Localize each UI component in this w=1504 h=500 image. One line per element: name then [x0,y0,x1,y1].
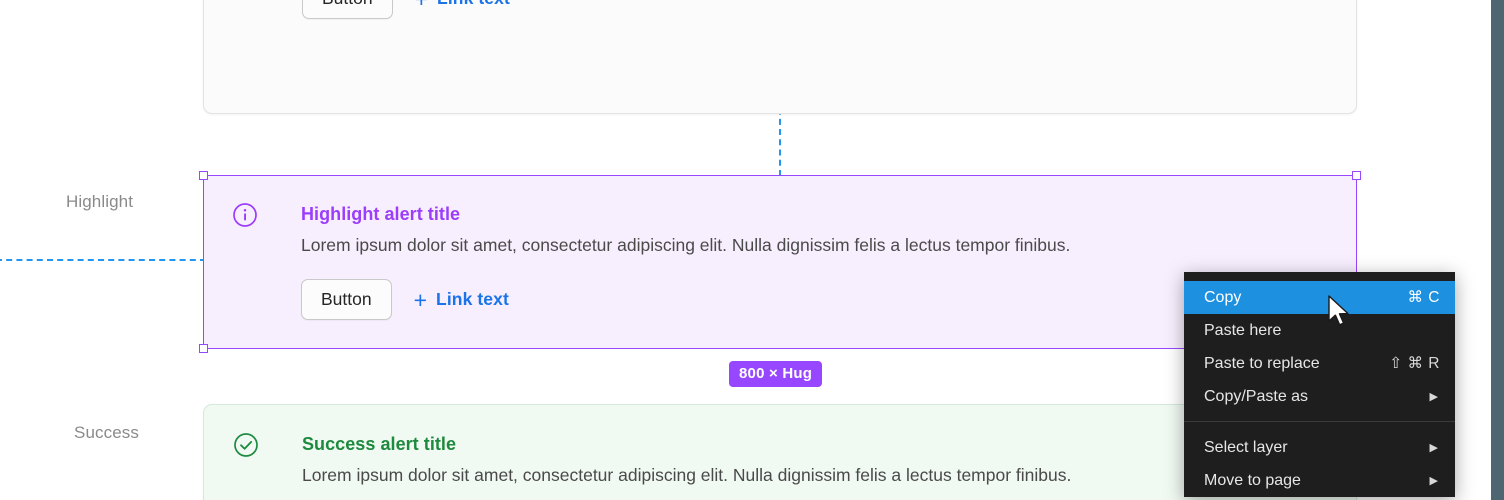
plus-icon: + [413,286,428,313]
alert-link[interactable]: + Link text [413,286,509,313]
context-menu-separator [1184,421,1455,422]
submenu-arrow-icon: ▶ [1429,391,1438,403]
row-label-success: Success [74,423,139,442]
context-menu-item-paste-here[interactable]: Paste here [1184,314,1455,347]
right-edge-strip [1491,0,1504,500]
alert-button[interactable]: Button [302,0,393,19]
submenu-arrow-icon: ▶ [1429,442,1438,454]
context-menu-item-copy-paste-as[interactable]: Copy/Paste as ▶ [1184,380,1455,413]
context-menu-item-paste-to-replace[interactable]: Paste to replace ⇧ ⌘ R [1184,347,1455,380]
size-badge: 800 × Hug [729,361,823,387]
context-menu-item-shortcut: ⇧ ⌘ R [1389,355,1440,372]
context-menu-item-label: Copy [1204,288,1242,306]
context-menu-item-copy[interactable]: Copy ⌘ C [1184,281,1455,314]
alert-body-text: Lorem ipsum dolor sit amet, consectetur … [301,235,1071,255]
context-menu-item-label: Copy/Paste as [1204,387,1309,405]
context-menu-item-move-to-page[interactable]: Move to page ▶ [1184,464,1455,497]
alert-card-neutral[interactable]: Lorem ipsum dolor sit amet, consectetur … [203,0,1357,114]
context-menu-item-label: Paste here [1204,321,1282,339]
alert-title: Highlight alert title [301,204,461,224]
horizontal-alignment-guide [0,259,206,261]
context-menu-item-label: Select layer [1204,438,1288,456]
alert-body-text: Lorem ipsum dolor sit amet, consectetur … [302,465,1072,485]
mouse-cursor-icon [1327,295,1353,329]
alert-link[interactable]: + Link text [415,0,510,10]
context-menu-item-shortcut: ⌘ C [1407,289,1440,306]
alert-link-label: Link text [437,0,510,9]
plus-icon: + [415,0,428,10]
context-menu-item-label: Paste to replace [1204,354,1320,372]
alert-card-highlight[interactable]: Highlight alert title Lorem ipsum dolor … [203,175,1357,349]
alert-link-label: Link text [436,289,509,309]
alert-card-success[interactable]: Success alert title Lorem ipsum dolor si… [203,404,1357,500]
info-circle-icon [232,202,258,228]
context-menu-item-select-layer[interactable]: Select layer ▶ [1184,431,1455,464]
submenu-arrow-icon: ▶ [1429,475,1438,487]
row-label-highlight: Highlight [66,192,134,211]
context-menu-item-label: Move to page [1204,471,1301,489]
check-circle-icon [233,432,259,458]
alert-button[interactable]: Button [301,279,392,320]
context-menu[interactable]: Copy ⌘ C Paste here Paste to replace ⇧ ⌘… [1184,272,1455,497]
alert-title: Success alert title [302,434,457,454]
